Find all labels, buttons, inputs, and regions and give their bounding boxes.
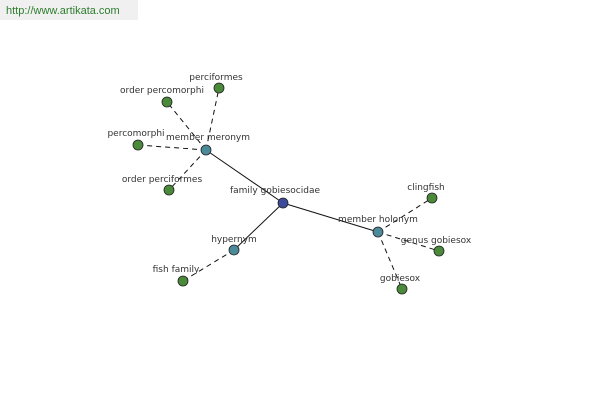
node-label-order-percomorphi[interactable]: order percomorphi [120,86,204,96]
node-member-holonym[interactable] [372,226,384,238]
node-label-gobiesox[interactable]: gobiesox [380,274,421,284]
node-label-member-meronym[interactable]: member meronym [166,133,250,143]
edge-member-holonym-to-genus-gobiesox [377,231,440,252]
node-fish-family[interactable] [177,275,189,287]
edge-hypernym-to-fish-family [182,249,235,282]
node-label-order-perciformes[interactable]: order perciformes [122,175,203,185]
node-order-percomorphi[interactable] [161,96,173,108]
node-family-gobiesocidae[interactable] [277,197,289,209]
site-url-link[interactable]: http://www.artikata.com [6,5,120,17]
node-member-meronym[interactable] [200,144,212,156]
node-percomorphi[interactable] [132,139,144,151]
node-label-family-gobiesocidae[interactable]: family gobiesocidae [230,186,320,196]
node-label-fish-family[interactable]: fish family [153,265,200,275]
node-label-genus-gobiesox[interactable]: genus gobiesox [401,236,472,246]
node-label-hypernym[interactable]: hypernym [211,235,257,245]
node-gobiesox[interactable] [396,283,408,295]
graph-labels: family gobiesocidae member meronym hyperny… [107,73,471,284]
node-label-perciformes[interactable]: perciformes [189,73,243,83]
edge-member-meronym-to-order-perciformes [168,149,207,191]
node-label-clingfish[interactable]: clingfish [407,183,444,193]
node-perciformes[interactable] [213,82,225,94]
graph-nodes [132,82,445,295]
edge-family-gobiesocidae-to-hypernym [233,202,284,251]
edge-member-holonym-to-gobiesox [377,231,403,290]
node-clingfish[interactable] [426,192,438,204]
edge-family-gobiesocidae-to-member-holonym [282,202,379,233]
edge-member-meronym-to-order-percomorphi [166,101,207,151]
node-order-perciformes[interactable] [163,184,175,196]
edge-family-gobiesocidae-to-member-meronym [205,149,284,204]
node-genus-gobiesox[interactable] [433,245,445,257]
node-label-percomorphi[interactable]: percomorphi [107,129,164,139]
url-bar: http://www.artikata.com [0,0,138,20]
edge-member-meronym-to-percomorphi [137,144,207,151]
edge-member-meronym-to-perciformes [205,87,220,151]
edge-member-holonym-to-clingfish [377,197,433,233]
node-label-member-holonym[interactable]: member holonym [338,215,418,225]
graph-edges [137,87,440,290]
node-hypernym[interactable] [228,244,240,256]
